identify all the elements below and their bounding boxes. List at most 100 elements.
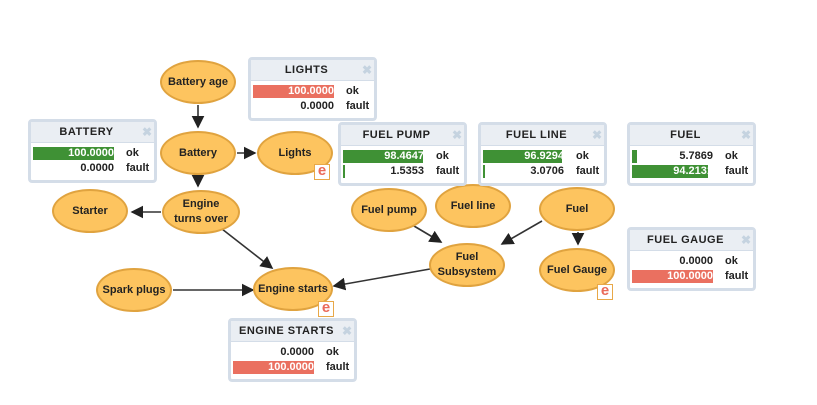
probability-value: 0.0000 [80, 162, 114, 174]
close-icon[interactable]: ✖ [591, 128, 603, 142]
probability-value: 100.0000 [288, 85, 334, 97]
close-icon[interactable]: ✖ [740, 233, 752, 247]
state-label[interactable]: fault [346, 100, 370, 112]
state-label[interactable]: fault [436, 165, 460, 177]
edge-fuel-subsystem [500, 220, 543, 245]
monitor-title-text: BATTERY [59, 126, 114, 138]
close-icon[interactable]: ✖ [740, 128, 752, 142]
monitor-title: FUEL LINE ✖ [481, 125, 604, 146]
monitor-engine-starts[interactable]: ENGINE STARTS ✖ 0.0000 ok 100.0000 fault [228, 318, 357, 382]
probability-value: 100.0000 [68, 147, 114, 159]
state-label[interactable]: fault [126, 162, 150, 174]
probability-bar [483, 150, 562, 163]
state-row: 5.7869 ok [630, 149, 753, 164]
monitor-lights[interactable]: LIGHTS ✖ 100.0000 ok 0.0000 fault [248, 57, 377, 121]
node-label: Fuel Gauge [547, 263, 607, 276]
state-row: 94.2131 fault [630, 164, 753, 179]
close-icon[interactable]: ✖ [341, 324, 353, 338]
probability-bar [343, 165, 345, 178]
state-row: 0.0000 ok [231, 345, 354, 360]
monitor-title: FUEL PUMP ✖ [341, 125, 464, 146]
node-engine-turns-over[interactable]: Engine turns over [162, 190, 240, 234]
state-row: 3.0706 fault [481, 164, 604, 179]
probability-bar [343, 150, 423, 163]
probability-bar [632, 150, 637, 163]
node-label: Battery age [168, 75, 228, 88]
state-row: 0.0000 fault [251, 99, 374, 114]
state-label[interactable]: ok [346, 85, 359, 97]
state-label[interactable]: ok [725, 150, 738, 162]
probability-value: 1.5353 [390, 165, 424, 177]
node-fuel-line[interactable]: Fuel line [435, 184, 511, 228]
state-label[interactable]: ok [326, 346, 339, 358]
probability-value: 96.9294 [524, 150, 564, 162]
monitor-title-text: FUEL LINE [505, 129, 568, 141]
node-fuel-pump[interactable]: Fuel pump [351, 188, 427, 232]
monitor-title-text: ENGINE STARTS [239, 325, 334, 337]
evidence-badge-engine-starts[interactable]: e [318, 300, 334, 317]
probability-value: 3.0706 [530, 165, 564, 177]
node-starter[interactable]: Starter [52, 189, 128, 233]
state-row: 0.0000 ok [630, 254, 753, 269]
state-row: 100.0000 fault [231, 360, 354, 375]
probability-value: 0.0000 [280, 346, 314, 358]
state-label[interactable]: fault [576, 165, 600, 177]
evidence-badge-fuel-gauge[interactable]: e [597, 283, 613, 300]
node-label: Fuel [565, 202, 589, 215]
monitor-title: BATTERY ✖ [31, 122, 154, 143]
monitor-title: ENGINE STARTS ✖ [231, 321, 354, 342]
state-row: 1.5353 fault [341, 164, 464, 179]
node-label: Fuel pump [361, 203, 417, 216]
edge-subsystem-engine-starts [332, 268, 431, 291]
node-label: Spark plugs [102, 283, 166, 296]
state-label[interactable]: fault [725, 270, 749, 282]
probability-bar [632, 270, 713, 283]
probability-bar [253, 85, 334, 98]
state-label[interactable]: fault [725, 165, 749, 177]
state-label[interactable]: ok [725, 255, 738, 267]
monitor-title-text: LIGHTS [284, 64, 329, 76]
state-label[interactable]: fault [326, 361, 350, 373]
evidence-badge-lights[interactable]: e [314, 163, 330, 180]
state-label[interactable]: ok [126, 147, 139, 159]
probability-value: 0.0000 [679, 255, 713, 267]
node-label: Engine turns over [174, 198, 228, 225]
probability-value: 5.7869 [679, 150, 713, 162]
state-label[interactable]: ok [436, 150, 449, 162]
state-row: 100.0000 fault [630, 269, 753, 284]
edge-engine-turns-engine-starts [221, 228, 274, 269]
state-label[interactable]: ok [576, 150, 589, 162]
monitor-title: FUEL GAUGE ✖ [630, 230, 753, 251]
state-row: 96.9294 ok [481, 149, 604, 164]
probability-value: 100.0000 [667, 270, 713, 282]
probability-value: 98.4647 [384, 150, 424, 162]
monitor-fuel-line[interactable]: FUEL LINE ✖ 96.9294 ok 3.0706 fault [478, 122, 607, 186]
monitor-title: LIGHTS ✖ [251, 60, 374, 81]
close-icon[interactable]: ✖ [451, 128, 463, 142]
probability-bar [632, 165, 709, 178]
node-label: Engine starts [258, 282, 328, 295]
node-label: Battery [179, 146, 217, 159]
probability-bar [233, 361, 314, 374]
close-icon[interactable]: ✖ [141, 125, 153, 139]
monitor-title-text: FUEL GAUGE [647, 234, 724, 246]
node-fuel-subsystem[interactable]: Fuel Subsystem [429, 243, 505, 287]
probability-value: 100.0000 [268, 361, 314, 373]
probability-value: 94.2131 [673, 165, 713, 177]
close-icon[interactable]: ✖ [361, 63, 373, 77]
node-battery-age[interactable]: Battery age [160, 60, 236, 104]
state-row: 100.0000 ok [251, 84, 374, 99]
state-row: 0.0000 fault [31, 161, 154, 176]
monitor-title-text: FUEL PUMP [362, 129, 431, 141]
node-spark-plugs[interactable]: Spark plugs [96, 268, 172, 312]
node-battery[interactable]: Battery [160, 131, 236, 175]
monitor-fuel-gauge[interactable]: FUEL GAUGE ✖ 0.0000 ok 100.0000 fault [627, 227, 756, 291]
monitor-fuel-pump[interactable]: FUEL PUMP ✖ 98.4647 ok 1.5353 fault [338, 122, 467, 186]
probability-value: 0.0000 [300, 100, 334, 112]
edge-fuel-pump-subsystem [413, 225, 443, 243]
node-label: Starter [72, 204, 108, 217]
node-fuel[interactable]: Fuel [539, 187, 615, 231]
monitor-battery[interactable]: BATTERY ✖ 100.0000 ok 0.0000 fault [28, 119, 157, 183]
